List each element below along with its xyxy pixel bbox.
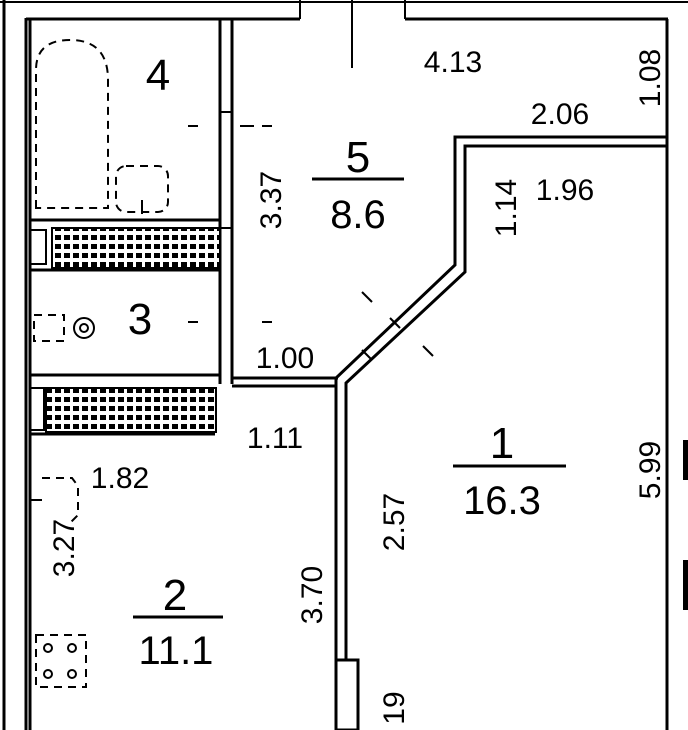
room-5-number: 5: [346, 133, 370, 182]
dimension-label: 1.00: [256, 342, 314, 375]
room-2-area: 11.1: [139, 629, 214, 673]
kitchen-sink-icon: [42, 477, 79, 526]
dimension-label: 1.08: [634, 49, 667, 107]
door-block: [334, 658, 360, 730]
dimension-label: 3.27: [48, 519, 81, 577]
toilet-icon: [33, 314, 65, 342]
room-1-number: 1: [490, 419, 514, 468]
internal-walls: [30, 20, 668, 730]
dimension-label: 19: [378, 691, 411, 724]
toilet-bowl-icon: [73, 317, 95, 339]
dimension-label: 3.70: [296, 566, 329, 624]
window-mark: [683, 440, 688, 480]
room-3-number: 3: [128, 295, 152, 344]
dimension-label: 1.14: [490, 179, 523, 237]
room-2-number: 2: [163, 571, 187, 620]
vent-shafts: [29, 227, 221, 433]
dimension-label: 2.06: [531, 98, 589, 131]
stove-icon: [35, 634, 87, 688]
dimension-label: 5.99: [634, 441, 667, 499]
dimension-label: 1.82: [91, 462, 149, 495]
dimension-label: 4.13: [424, 46, 482, 79]
room-5-area: 8.6: [330, 193, 386, 237]
dimension-label: 1.96: [536, 174, 594, 207]
room-4-number: 4: [146, 51, 170, 100]
dimension-label: 3.37: [255, 171, 288, 229]
bathtub-icon: [35, 38, 109, 209]
room-1-area: 16.3: [463, 479, 541, 523]
dimension-label: 1.11: [247, 422, 303, 455]
dimension-label: 2.57: [378, 493, 411, 551]
window-mark: [683, 560, 688, 610]
